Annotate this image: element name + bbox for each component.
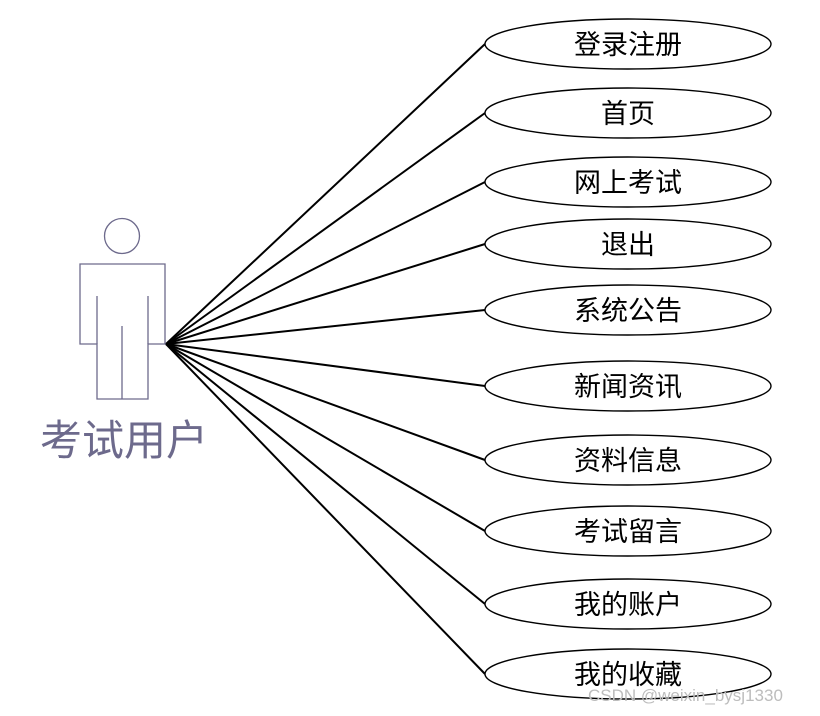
watermark: CSDN @weixin_bysj1330: [588, 686, 783, 705]
use-case: 首页: [484, 87, 772, 139]
use-case-ellipse: [484, 218, 772, 270]
actor-body-outline: [79, 263, 166, 400]
use-case: 网上考试: [484, 156, 772, 208]
use-case-label: 系统公告: [574, 296, 682, 327]
use-case-label: 资料信息: [574, 446, 682, 477]
use-case-label: 我的账户: [574, 590, 682, 621]
use-case: 资料信息: [484, 434, 772, 486]
use-case-ellipse: [484, 434, 772, 486]
actor-figure: [79, 217, 166, 400]
use-case: 系统公告: [484, 284, 772, 336]
use-case-label: 考试留言: [574, 517, 682, 548]
actor-label: 考试用户: [40, 416, 208, 465]
association-line: [165, 112, 486, 345]
use-case: 登录注册: [484, 18, 772, 70]
association-line: [165, 43, 486, 345]
association-line: [165, 243, 486, 345]
association-line: [165, 343, 486, 605]
association-line: [165, 343, 486, 387]
use-case-ellipse: [484, 87, 772, 139]
use-case-label: 网上考试: [574, 168, 682, 199]
association-lines: [165, 43, 486, 675]
use-case-ellipse: [484, 284, 772, 336]
use-case-ellipse: [484, 18, 772, 70]
use-case-ellipse: [484, 578, 772, 630]
association-line: [165, 181, 486, 345]
use-case-label: 首页: [601, 99, 655, 130]
use-case: 退出: [484, 218, 772, 270]
association-line: [165, 309, 486, 345]
use-case-label: 我的收藏: [574, 660, 682, 691]
use-case: 我的账户: [484, 578, 772, 630]
association-line: [165, 343, 486, 532]
use-case-label: 退出: [601, 230, 655, 261]
use-case: 我的收藏: [484, 648, 772, 700]
use-case-ellipse: [484, 505, 772, 557]
association-line: [165, 343, 486, 675]
actor-head: [103, 217, 141, 255]
use-case: 考试留言: [484, 505, 772, 557]
use-case: 新闻资讯: [484, 360, 772, 412]
use-case-ellipse: [484, 648, 772, 700]
use-case-label: 登录注册: [574, 30, 682, 61]
use-case-ellipse: [484, 360, 772, 412]
use-case-label: 新闻资讯: [574, 372, 682, 403]
association-line: [165, 343, 486, 461]
use-case-ellipse: [484, 156, 772, 208]
